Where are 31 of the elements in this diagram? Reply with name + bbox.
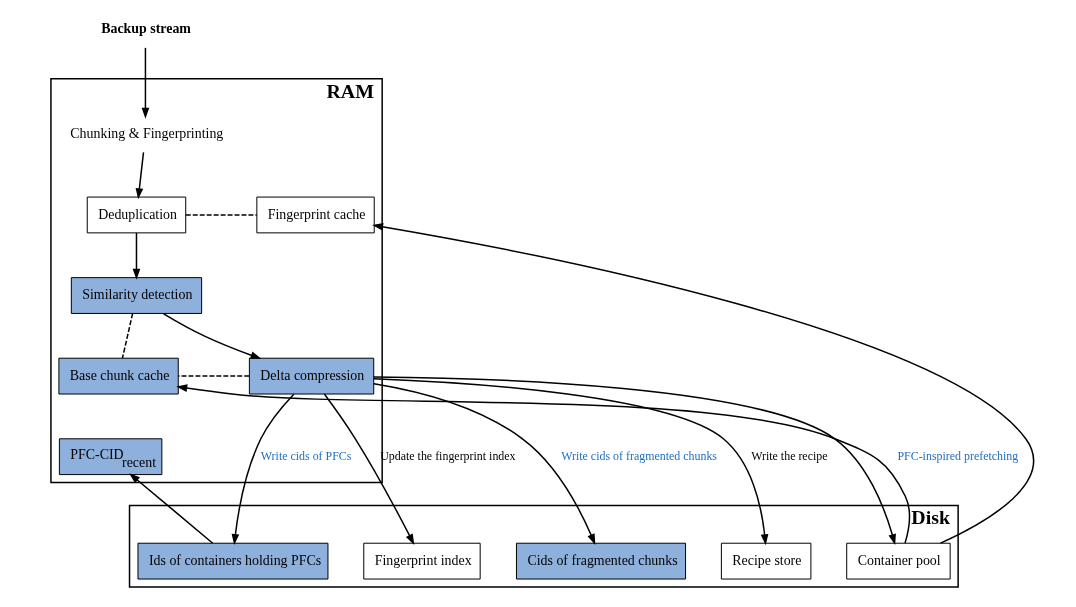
edge-label: Write cids of PFCs: [260, 448, 351, 463]
edge-label: Write cids of fragmented chunks: [560, 448, 717, 463]
node-box: Recipe store: [720, 542, 811, 580]
node-box: Delta compression: [248, 357, 374, 395]
arrow: [175, 384, 910, 544]
arrow: [231, 393, 295, 546]
node-box: Cids of fragmented chunks: [515, 542, 686, 580]
node-text: Backup stream: [100, 20, 191, 36]
arrow: [372, 382, 595, 545]
node-box: Base chunk cache: [57, 357, 179, 395]
edge-label: PFC-inspired prefetching: [896, 448, 1018, 463]
connector: [177, 375, 250, 377]
connector: [184, 214, 257, 216]
arrow: [162, 312, 261, 359]
node-text: Chunking & Fingerprinting: [69, 126, 223, 142]
arrow: [372, 378, 768, 546]
arrow: [132, 232, 140, 280]
arrow: [372, 376, 896, 546]
arrow: [141, 47, 149, 119]
node-box: Deduplication: [86, 196, 186, 234]
edge-label: Write the recipe: [750, 448, 828, 463]
node-box: Ids of containers holding PFCs: [136, 542, 328, 580]
node-box: Container pool: [845, 542, 951, 580]
node-box: Similarity detection: [70, 277, 202, 314]
node-box: Fingerprint index: [362, 542, 481, 580]
arrow: [371, 223, 1034, 544]
arrow: [128, 473, 213, 544]
arrow: [135, 151, 144, 200]
node-box: Fingerprint cache: [255, 196, 375, 234]
arrow: [323, 393, 414, 545]
connector: [121, 312, 133, 359]
